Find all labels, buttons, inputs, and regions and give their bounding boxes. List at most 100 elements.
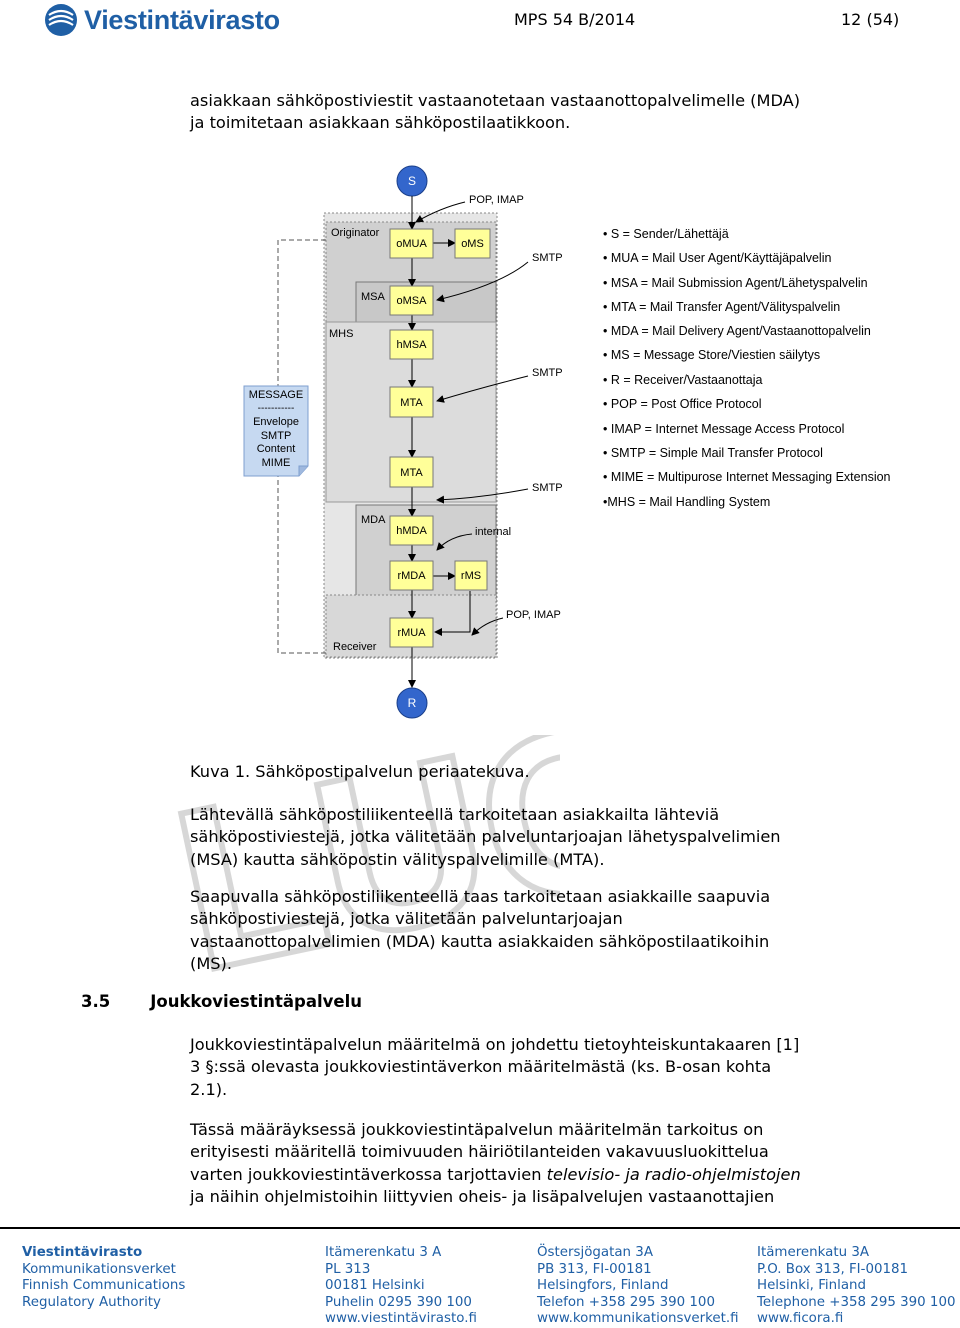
- smtp-2-pointer: [436, 375, 529, 403]
- receiver-panel-label: Receiver: [333, 641, 377, 653]
- svg-text:-----------: -----------: [258, 403, 295, 414]
- svg-text:MTA: MTA: [400, 397, 423, 409]
- mda-label: MDA: [361, 514, 386, 526]
- intro-paragraph: asiakkaan sähköpostiviestit vastaanoteta…: [190, 90, 800, 135]
- paragraph-line: Saapuvalla sähköpostiliikenteellä taas t…: [190, 887, 771, 906]
- omua-box: oMUA: [389, 228, 434, 259]
- paragraph-outgoing: Lähtevällä sähköpostiliikenteellä tarkoi…: [190, 804, 781, 871]
- mta-box-2: MTA: [389, 456, 434, 488]
- svg-text:rMUA: rMUA: [397, 627, 426, 639]
- email-service-diagram: Originator MSA MHS MDA Receiver S R oMUA…: [243, 165, 891, 719]
- svg-text:Envelope: Envelope: [253, 416, 299, 428]
- paragraph-line: sähköpostiviestejä, jotka välitetään pal…: [190, 827, 781, 847]
- mta-box-1: MTA: [389, 386, 434, 418]
- svg-text:SMTP: SMTP: [261, 430, 292, 442]
- rms-box: rMS: [454, 560, 488, 591]
- website-link[interactable]: www.viestintävirasto.fi: [325, 1311, 477, 1326]
- intro-line: asiakkaan sähköpostiviestit vastaanoteta…: [190, 91, 801, 110]
- legend-item: • MUA = Mail User Agent/Käyttäjäpalvelin: [603, 251, 831, 265]
- legend-item: •MHS = Mail Handling System: [603, 495, 770, 509]
- paragraph-line: ja näihin ohjelmistoihin liittyvien ohei…: [190, 1187, 775, 1207]
- svg-text:rMDA: rMDA: [397, 570, 426, 582]
- svg-text:rMS: rMS: [461, 570, 481, 582]
- oms-box: oMS: [454, 228, 491, 259]
- footer-column-agency: Viestintävirasto Kommunikationsverket Fi…: [22, 1245, 186, 1310]
- svg-text:hMSA: hMSA: [397, 339, 428, 351]
- diagram-legend: • S = Sender/Lähettäjä • MUA = Mail User…: [603, 227, 891, 509]
- arrow: [434, 591, 471, 636]
- legend-item: • MTA = Mail Transfer Agent/Välityspalve…: [603, 300, 840, 314]
- intro-line: ja toimitetaan asiakkaan sähköpostilaati…: [190, 113, 571, 133]
- paragraph-line: sähköpostiviestejä, jotka välitetään pal…: [190, 909, 623, 929]
- mhs-label: MHS: [329, 328, 353, 340]
- pop-imap-bottom-pointer: [471, 617, 504, 636]
- legend-item: • MS = Message Store/Viestien säilytys: [603, 348, 820, 362]
- viestintavirasto-emblem-icon: [45, 4, 77, 36]
- page-number: 12 (54): [841, 10, 900, 29]
- pop-imap-top-pointer: [415, 201, 466, 223]
- svg-text:oMUA: oMUA: [396, 238, 427, 250]
- smtp-label-2: SMTP: [532, 367, 563, 379]
- paragraph-definition: Joukkoviestintäpalvelun määritelmä on jo…: [190, 1034, 799, 1101]
- pop-imap-bottom-label: POP, IMAP: [506, 609, 561, 621]
- hmda-box: hMDA: [389, 515, 434, 546]
- msa-label: MSA: [361, 291, 386, 303]
- logo-text: Viestintävirasto: [84, 4, 280, 35]
- dashed-loop-line: [277, 239, 326, 654]
- legend-item: • POP = Post Office Protocol: [603, 397, 762, 411]
- legend-item: • MDA = Mail Delivery Agent/Vastaanottop…: [603, 324, 871, 338]
- paragraph-line: (MSA) kautta sähköpostin välityspalvelim…: [190, 849, 605, 869]
- legend-item: • R = Receiver/Vastaanottaja: [603, 373, 762, 387]
- message-note: MESSAGE ----------- Envelope SMTP Conten…: [243, 385, 309, 477]
- watermark-text: LUO: [156, 735, 560, 975]
- paragraph-line: erityisesti määritellä toimivuuden häiri…: [190, 1142, 769, 1162]
- receiver-circle: [396, 687, 428, 719]
- pop-imap-top-label: POP, IMAP: [469, 194, 524, 206]
- footer-divider: [0, 1227, 960, 1229]
- section-title: Joukkoviestintäpalvelu: [150, 992, 362, 1011]
- paragraph-line: Lähtevällä sähköpostiliikenteellä tarkoi…: [190, 805, 720, 824]
- paragraph-line: vastaanottopalvelimien (MDA) kautta asia…: [190, 931, 770, 951]
- svg-text:MESSAGE: MESSAGE: [249, 389, 303, 401]
- logo: Viestintävirasto: [44, 2, 280, 38]
- receiver-label: R: [408, 696, 417, 710]
- section-number: 3.5: [81, 992, 111, 1011]
- internal-pointer: [436, 533, 473, 551]
- legend-item: • IMAP = Internet Message Access Protoco…: [603, 422, 844, 436]
- svg-text:oMSA: oMSA: [397, 295, 428, 307]
- section-heading: 3.5 Joukkoviestintäpalvelu: [81, 992, 362, 1011]
- paragraph-line: Joukkoviestintäpalvelun määritelmä on jo…: [190, 1035, 800, 1054]
- document-id: MPS 54 B/2014: [514, 10, 636, 29]
- svg-text:hMDA: hMDA: [396, 525, 427, 537]
- sender-label: S: [408, 174, 416, 188]
- legend-item: • SMTP = Simple Mail Transfer Protocol: [603, 446, 823, 460]
- svg-text:MTA: MTA: [400, 467, 423, 479]
- paragraph-purpose: Tässä määräyksessä joukkoviestintäpalvel…: [190, 1119, 801, 1209]
- paragraph-line: 3 §:ssä olevasta joukkoviestintäverkon m…: [190, 1057, 772, 1077]
- omsa-box: oMSA: [389, 285, 434, 316]
- hmsa-box: hMSA: [389, 329, 434, 360]
- legend-item: • MIME = Multipurose Internet Messaging …: [603, 470, 891, 484]
- internal-label: internal: [475, 526, 511, 538]
- footer-column-english: Itämerenkatu 3A P.O. Box 313, FI-00181 H…: [757, 1245, 956, 1326]
- paragraph-line: (MS).: [190, 954, 233, 974]
- smtp-label-1: SMTP: [532, 252, 563, 264]
- website-link[interactable]: www.kommunikationsverket.fi: [537, 1311, 739, 1326]
- paragraph-line: varten joukkoviestintäverkossa tarjottav…: [190, 1164, 801, 1184]
- website-link[interactable]: www.ficora.fi: [757, 1311, 844, 1326]
- figure-caption: Kuva 1. Sähköpostipalvelun periaatekuva.: [190, 762, 530, 781]
- smtp-label-3: SMTP: [532, 482, 563, 494]
- paragraph-line: 2.1).: [190, 1079, 228, 1099]
- legend-item: • S = Sender/Lähettäjä: [603, 227, 729, 241]
- legend-item: • MSA = Mail Submission Agent/Lähetyspal…: [603, 276, 868, 290]
- italic-term: radio-ohjelmistojen: [644, 1164, 801, 1184]
- watermark: LUO: [153, 735, 560, 975]
- originator-label: Originator: [331, 227, 380, 239]
- smtp-1-pointer: [436, 261, 529, 303]
- footer-column-swedish: Östersjögatan 3A PB 313, FI-00181 Helsin…: [537, 1245, 739, 1326]
- rmua-box: rMUA: [389, 617, 434, 648]
- paragraph-incoming: Saapuvalla sähköpostiliikenteellä taas t…: [190, 886, 770, 976]
- svg-text:Content: Content: [257, 443, 296, 455]
- svg-text:MIME: MIME: [262, 457, 291, 469]
- italic-term: televisio-: [546, 1164, 621, 1184]
